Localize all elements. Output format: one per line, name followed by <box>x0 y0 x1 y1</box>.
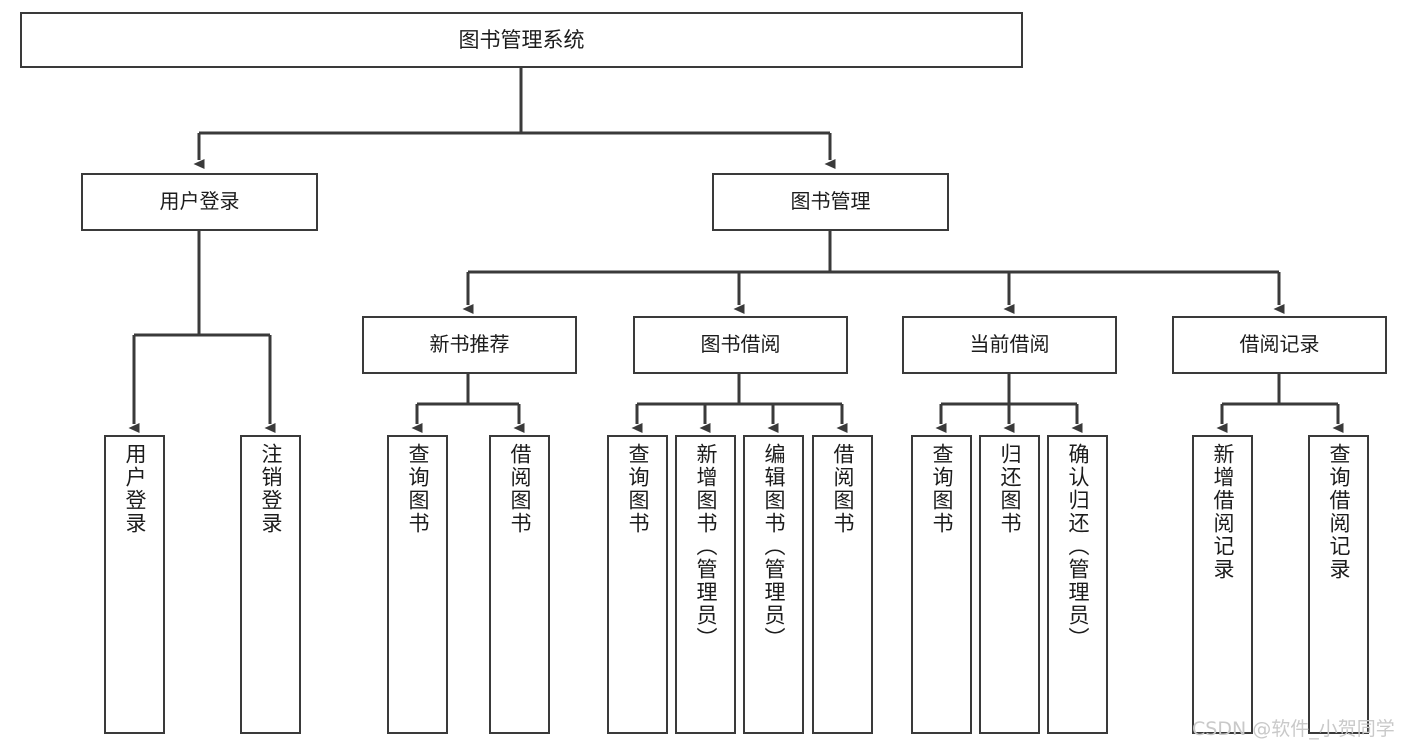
node-label: 查询借阅记录 <box>1327 443 1351 581</box>
leaf-query-borrow-record[interactable]: 查询借阅记录 <box>1308 435 1369 734</box>
node-label: 用户登录 <box>159 189 240 214</box>
node-label: 注销登录 <box>259 443 283 535</box>
leaf-query-book-recommend[interactable]: 查询图书 <box>387 435 448 734</box>
leaf-query-book[interactable]: 查询图书 <box>607 435 668 734</box>
leaf-query-book-current[interactable]: 查询图书 <box>911 435 972 734</box>
node-book-borrow[interactable]: 图书借阅 <box>633 316 848 374</box>
leaf-borrow-book-recommend[interactable]: 借阅图书 <box>489 435 550 734</box>
node-label: 新增借阅记录 <box>1211 443 1235 581</box>
node-borrow-record[interactable]: 借阅记录 <box>1172 316 1387 374</box>
leaf-user-login[interactable]: 用户登录 <box>104 435 165 734</box>
node-label: 新增图书（管理员） <box>694 443 718 650</box>
node-root-system[interactable]: 图书管理系统 <box>20 12 1023 68</box>
node-label: 归还图书 <box>998 443 1022 535</box>
node-label: 查询图书 <box>930 443 954 535</box>
leaf-logout[interactable]: 注销登录 <box>240 435 301 734</box>
node-label: 用户登录 <box>123 443 147 535</box>
leaf-borrow-book[interactable]: 借阅图书 <box>812 435 873 734</box>
node-new-book-recommend[interactable]: 新书推荐 <box>362 316 577 374</box>
leaf-add-borrow-record[interactable]: 新增借阅记录 <box>1192 435 1253 734</box>
node-label: 图书管理系统 <box>458 27 585 52</box>
node-label: 新书推荐 <box>429 332 510 357</box>
leaf-add-book-admin[interactable]: 新增图书（管理员） <box>675 435 736 734</box>
csdn-watermark: CSDN @软件_小贺同学 <box>1192 718 1395 740</box>
node-label: 查询图书 <box>626 443 650 535</box>
leaf-edit-book-admin[interactable]: 编辑图书（管理员） <box>743 435 804 734</box>
node-book-management[interactable]: 图书管理 <box>712 173 949 231</box>
leaf-confirm-return-admin[interactable]: 确认归还（管理员） <box>1047 435 1108 734</box>
node-label: 图书借阅 <box>700 332 781 357</box>
node-label: 当前借阅 <box>969 332 1050 357</box>
node-label: 借阅图书 <box>508 443 532 535</box>
node-label: 确认归还（管理员） <box>1066 443 1090 650</box>
node-current-borrow[interactable]: 当前借阅 <box>902 316 1117 374</box>
node-label: 图书管理 <box>790 189 871 214</box>
node-user-login[interactable]: 用户登录 <box>81 173 318 231</box>
node-label: 借阅图书 <box>831 443 855 535</box>
node-label: 查询图书 <box>406 443 430 535</box>
node-label: 借阅记录 <box>1239 332 1320 357</box>
leaf-return-book[interactable]: 归还图书 <box>979 435 1040 734</box>
node-label: 编辑图书（管理员） <box>762 443 786 650</box>
